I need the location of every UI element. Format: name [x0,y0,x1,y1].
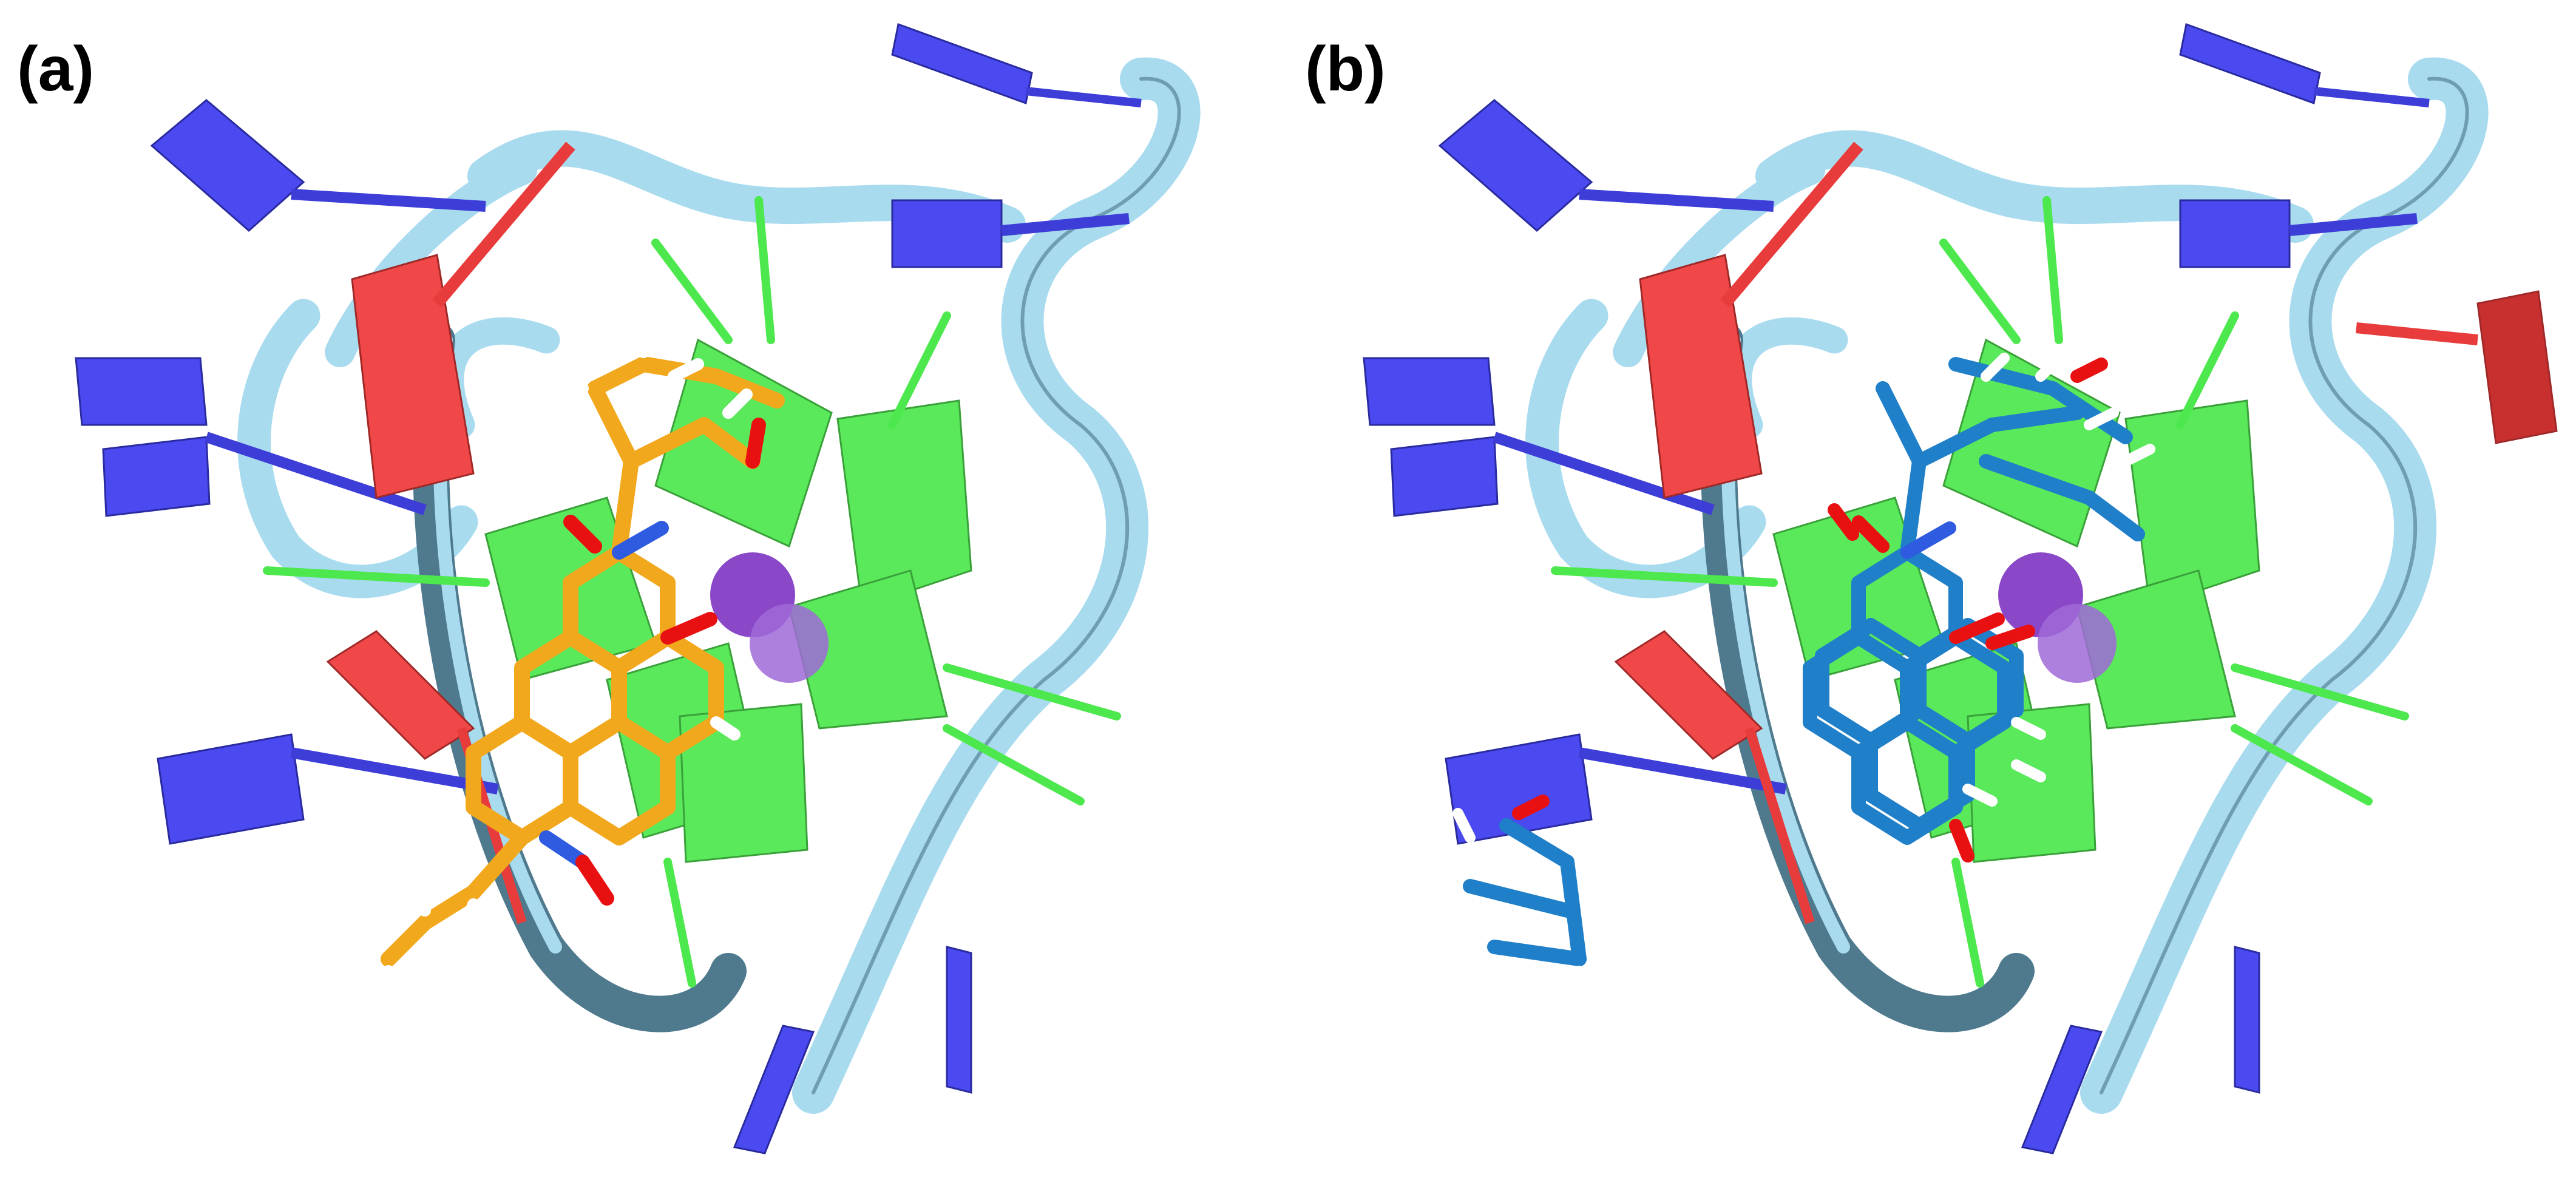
g-quadruplex-structure-a [75,22,1201,1154]
guanine-tetrad [484,338,972,863]
guanine-sticks [1551,196,2409,988]
panel-label-a: (a) [17,34,95,104]
panel-label-b: (b) [1305,34,1386,104]
blue-bases [75,22,1142,1154]
red-bases [1614,141,2558,924]
guanine-sticks [263,196,1121,988]
panel-b: (b) [1288,0,2576,1183]
ligand-hydrogens [1434,322,2155,1001]
ligand-heteroatoms [539,418,766,906]
panel-a: (a) [17,22,1201,1154]
potassium-ions [710,552,829,683]
blue-bases [1363,22,2430,1154]
potassium-ions [1998,552,2117,683]
ligand-heteroatoms [1512,358,2108,863]
ligand-hydrogens [358,322,753,989]
g-quadruplex-structure-b [1363,22,2558,1154]
